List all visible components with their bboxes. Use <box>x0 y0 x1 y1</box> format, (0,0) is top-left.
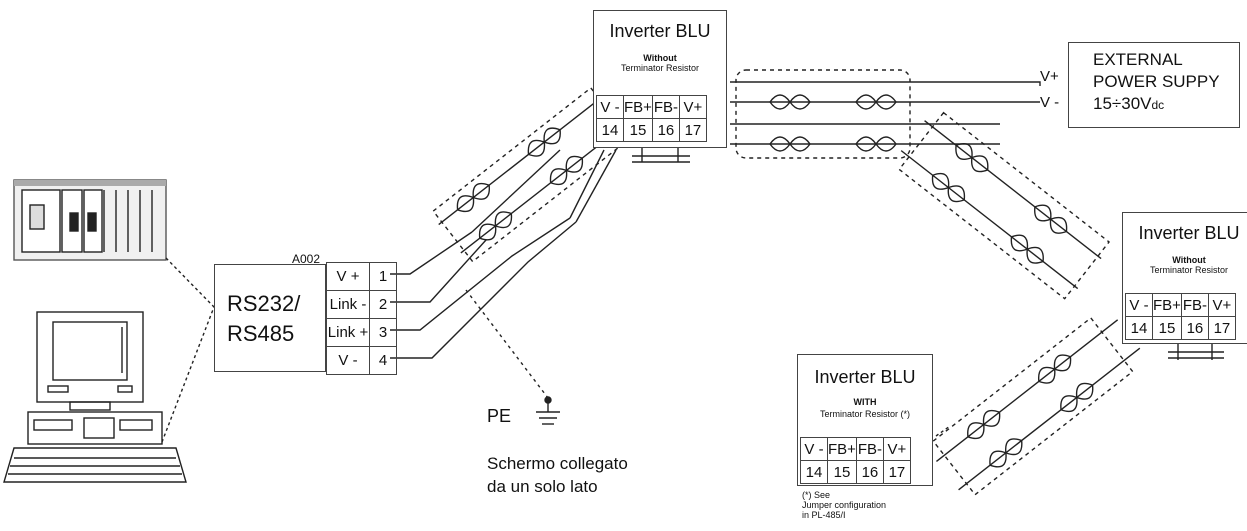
rs-terminal-number: 2 <box>369 290 397 319</box>
terminal-number: 16 <box>1180 316 1209 340</box>
rs-terminal-row: V - 4 <box>326 346 397 375</box>
terminal-label: V+ <box>1207 293 1236 317</box>
rs-terminal-number: 1 <box>369 262 397 291</box>
terminal-label: V+ <box>882 437 911 461</box>
inverter-top-terminals: V - FB+ FB- V+ 14 15 16 17 <box>596 95 707 142</box>
footnote-line: (*) See <box>802 490 831 500</box>
inverter-bottom-title: Inverter BLU <box>814 367 916 387</box>
terminal-label: V+ <box>678 95 707 119</box>
rs-title-line2: RS485 <box>227 321 295 346</box>
terminal-numbers-row: 14 15 16 17 <box>800 460 911 484</box>
inverter-bottom-terminals: V - FB+ FB- V+ 14 15 16 17 <box>800 437 911 484</box>
shield-caption-line2: da un solo lato <box>487 477 598 496</box>
terminal-numbers-row: 14 15 16 17 <box>1125 316 1236 340</box>
inverter-right: Inverter BLU Without Terminator Resistor… <box>1122 212 1247 344</box>
rs-terminal-number: 4 <box>369 346 397 375</box>
inverter-right-terminals: V - FB+ FB- V+ 14 15 16 17 <box>1125 293 1236 340</box>
terminal-number: 16 <box>855 460 884 484</box>
rs-terminal-label: Link + <box>326 318 370 347</box>
plc-rack-icon <box>13 179 167 261</box>
power-supply-text: EXTERNAL POWER SUPPY 15÷30Vdc <box>1093 49 1220 116</box>
terminal-label: FB- <box>855 437 884 461</box>
terminal-label: V - <box>596 95 624 119</box>
power-voltage-range: 15÷30V <box>1093 94 1152 113</box>
terminal-numbers-row: 14 15 16 17 <box>596 118 707 142</box>
rs-terminal-label: Link - <box>326 290 370 319</box>
rs-unit-code: A002 <box>292 252 321 266</box>
inverter-top-title: Inverter BLU <box>609 21 711 41</box>
terminal-labels-row: V - FB+ FB- V+ <box>800 437 911 461</box>
computer-icon <box>3 311 187 483</box>
inverter-top: Inverter BLU Without Terminator Resistor… <box>593 10 727 148</box>
power-line2: POWER SUPPY <box>1093 72 1220 91</box>
footnote-line: in PL-485/I <box>802 510 846 520</box>
terminal-number: 14 <box>596 118 624 142</box>
rs-terminal-row: V + 1 <box>326 262 397 291</box>
pe-label: PE <box>487 406 512 426</box>
shield-caption-line1: Schermo collegato <box>487 454 628 473</box>
footnote-line: Jumper configuration <box>802 500 887 510</box>
rs-title-line1: RS232/ <box>227 291 301 316</box>
terminal-label: V - <box>800 437 828 461</box>
terminal-labels-row: V - FB+ FB- V+ <box>596 95 707 119</box>
inverter-bottom-note: Terminator Resistor (*) <box>819 409 911 419</box>
inverter-top-mode: Without <box>643 53 677 63</box>
rs-converter-title: RS232/ RS485 <box>227 289 300 349</box>
inverter-top-note: Terminator Resistor <box>620 63 700 73</box>
rs-converter-box: RS232/ RS485 <box>214 264 326 372</box>
inverter-right-title: Inverter BLU <box>1138 223 1240 243</box>
rs-terminal-block: V + 1 Link - 2 Link + 3 V - 4 <box>326 262 397 375</box>
terminal-number: 16 <box>651 118 680 142</box>
terminal-label: FB- <box>1180 293 1209 317</box>
jumper-footnote: (*) See Jumper configuration in PL-485/I <box>802 490 886 520</box>
inverter-bottom-mode: WITH <box>853 397 877 407</box>
terminal-labels-row: V - FB+ FB- V+ <box>1125 293 1236 317</box>
rs-terminal-row: Link + 3 <box>326 318 397 347</box>
external-power-supply: EXTERNAL POWER SUPPY 15÷30Vdc <box>1068 42 1240 128</box>
inverter-right-mode: Without <box>1172 255 1206 265</box>
power-vplus-label: V+ <box>1040 68 1059 85</box>
power-vminus-label: V - <box>1040 94 1060 111</box>
terminal-number: 15 <box>827 460 857 484</box>
rs-terminal-number: 3 <box>369 318 397 347</box>
inverter-bottom: Inverter BLU WITH Terminator Resistor (*… <box>797 354 933 486</box>
power-line3: 15÷30Vdc <box>1093 93 1220 116</box>
terminal-label: V - <box>1125 293 1153 317</box>
terminal-number: 15 <box>1152 316 1182 340</box>
inverter-right-note: Terminator Resistor <box>1149 265 1229 275</box>
rs-terminal-label: V - <box>326 346 370 375</box>
shield-caption: Schermo collegato da un solo lato <box>487 452 628 498</box>
terminal-number: 17 <box>678 118 707 142</box>
terminal-label: FB+ <box>827 437 857 461</box>
terminal-label: FB+ <box>623 95 653 119</box>
power-line1: EXTERNAL <box>1093 50 1183 69</box>
terminal-number: 14 <box>1125 316 1153 340</box>
rs-terminal-label: V + <box>326 262 370 291</box>
terminal-number: 15 <box>623 118 653 142</box>
terminal-number: 17 <box>1207 316 1236 340</box>
terminal-number: 17 <box>882 460 911 484</box>
terminal-number: 14 <box>800 460 828 484</box>
power-voltage-unit: dc <box>1151 98 1165 112</box>
terminal-label: FB- <box>651 95 680 119</box>
terminal-label: FB+ <box>1152 293 1182 317</box>
rs-terminal-row: Link - 2 <box>326 290 397 319</box>
